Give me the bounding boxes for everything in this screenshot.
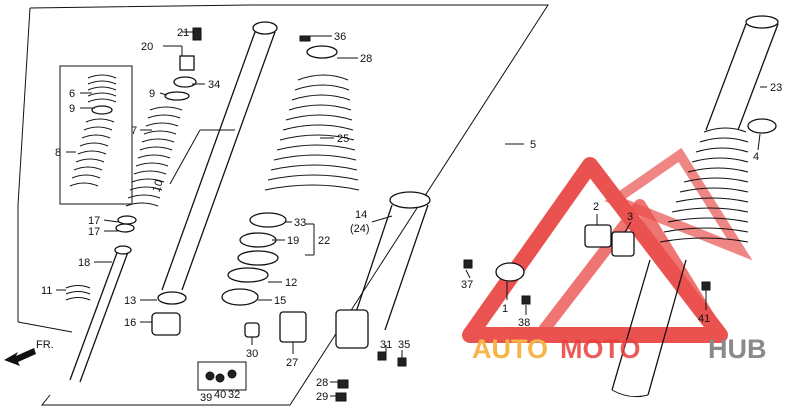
washer-28 xyxy=(337,379,349,389)
callout-1: 1 xyxy=(502,303,508,315)
dust-seal-33 xyxy=(249,212,287,228)
callout-19: 19 xyxy=(287,235,299,247)
callout-13: 13 xyxy=(124,295,136,307)
callout-11: 11 xyxy=(41,285,52,297)
back-up-ring-12 xyxy=(227,267,269,283)
callout-20: 20 xyxy=(141,41,153,53)
callout-4: 4 xyxy=(753,151,759,163)
clamp-1 xyxy=(495,262,525,282)
callout-33: 33 xyxy=(294,217,306,229)
callout-21: 21 xyxy=(177,27,189,39)
callout-35: 35 xyxy=(398,339,410,351)
oil-seal-22 xyxy=(237,250,279,266)
bolt-set-box xyxy=(197,361,247,391)
bolt-40 xyxy=(215,373,225,383)
callout-28: 28 xyxy=(360,53,372,65)
inner-tube-10 xyxy=(151,21,278,336)
front-marker-label: FR. xyxy=(36,339,54,351)
callout-37: 37 xyxy=(461,279,473,291)
axle-holder-27 xyxy=(279,311,307,343)
bolt-32 xyxy=(227,369,237,379)
callout-31: 31 xyxy=(380,339,392,351)
drain-bolt-35 xyxy=(397,357,407,367)
fork-clamp-4 xyxy=(747,118,777,134)
screw-36 xyxy=(299,35,311,42)
callout-5: 5 xyxy=(530,139,536,151)
guide-bushing-16 xyxy=(151,312,181,336)
callout-12: 12 xyxy=(285,277,297,289)
bracket-3 xyxy=(611,231,635,257)
callout-14: 14 xyxy=(355,209,367,221)
bolt-39 xyxy=(205,371,215,381)
callout-7: 7 xyxy=(131,125,137,137)
nut-30 xyxy=(244,322,260,338)
callout-22: 22 xyxy=(318,235,330,247)
leader-lines xyxy=(56,31,767,397)
callout-30: 30 xyxy=(246,348,258,360)
callout-38: 38 xyxy=(518,317,530,329)
bolt-38 xyxy=(521,295,531,305)
callout-36: 36 xyxy=(334,31,346,43)
bracket-2 xyxy=(584,224,612,248)
callout-17-lower: 17 xyxy=(88,226,100,238)
watermark-hub: HUB xyxy=(708,334,767,364)
spring-11 xyxy=(65,285,91,301)
spring-group-box xyxy=(59,65,133,205)
callout-2: 2 xyxy=(593,201,599,213)
boot-clamp-28 xyxy=(306,45,338,59)
washer-9 xyxy=(91,105,113,115)
callout-3: 3 xyxy=(627,211,633,223)
watermark-logo xyxy=(462,147,753,343)
damper-rod-18 xyxy=(69,215,137,383)
washer-31 xyxy=(377,351,387,361)
callout-9: 9 xyxy=(149,88,155,100)
callout-16: 16 xyxy=(124,317,136,329)
assembly-frame xyxy=(17,4,549,406)
slide-bushing-13 xyxy=(157,291,187,305)
fork-spring-8 xyxy=(69,118,115,187)
callout-8: 8 xyxy=(55,147,61,159)
callout-41: 41 xyxy=(698,313,710,325)
callout-29: 29 xyxy=(316,391,328,403)
callout-34: 34 xyxy=(208,79,220,91)
callout-15: 15 xyxy=(274,295,286,307)
rebound-spring-17 xyxy=(115,223,135,233)
callout-10: 10 xyxy=(151,178,166,193)
callout-32: 32 xyxy=(228,389,240,401)
circlip-19 xyxy=(239,232,277,248)
callout-27: 27 xyxy=(286,357,298,369)
bolt-41 xyxy=(701,281,711,291)
oring-34 xyxy=(173,76,197,88)
callout-28-lower: 28 xyxy=(316,377,328,389)
fork-spring-7 xyxy=(125,106,183,207)
washer-9-upper xyxy=(164,91,190,101)
fork-boot-25 xyxy=(264,74,360,191)
complete-fork-assembly-23 xyxy=(611,15,779,398)
air-valve-21 xyxy=(192,27,202,41)
bolt-37 xyxy=(463,259,473,269)
callout-25: 25 xyxy=(337,133,349,145)
outer-bushing-15 xyxy=(221,288,259,306)
callout-23: 23 xyxy=(770,82,782,94)
callout-39: 39 xyxy=(200,392,212,404)
callout-9-lower: 9 xyxy=(69,103,75,115)
callout-6: 6 xyxy=(69,88,75,100)
fork-spring-6 xyxy=(87,74,117,103)
callout-24: (24) xyxy=(350,223,370,235)
callout-18: 18 xyxy=(78,257,90,269)
front-direction-marker: FR. xyxy=(4,339,54,366)
callout-40: 40 xyxy=(214,389,226,401)
watermark-wordmark: AUTO MOTO HUB xyxy=(472,334,767,364)
callout-17: 17 xyxy=(88,215,100,227)
watermark-moto: MOTO xyxy=(560,334,641,364)
fork-slider-14 xyxy=(335,191,431,349)
socket-bolt-29 xyxy=(335,392,347,402)
fork-cap-bolt-20 xyxy=(179,55,195,71)
watermark-auto: AUTO xyxy=(472,334,548,364)
